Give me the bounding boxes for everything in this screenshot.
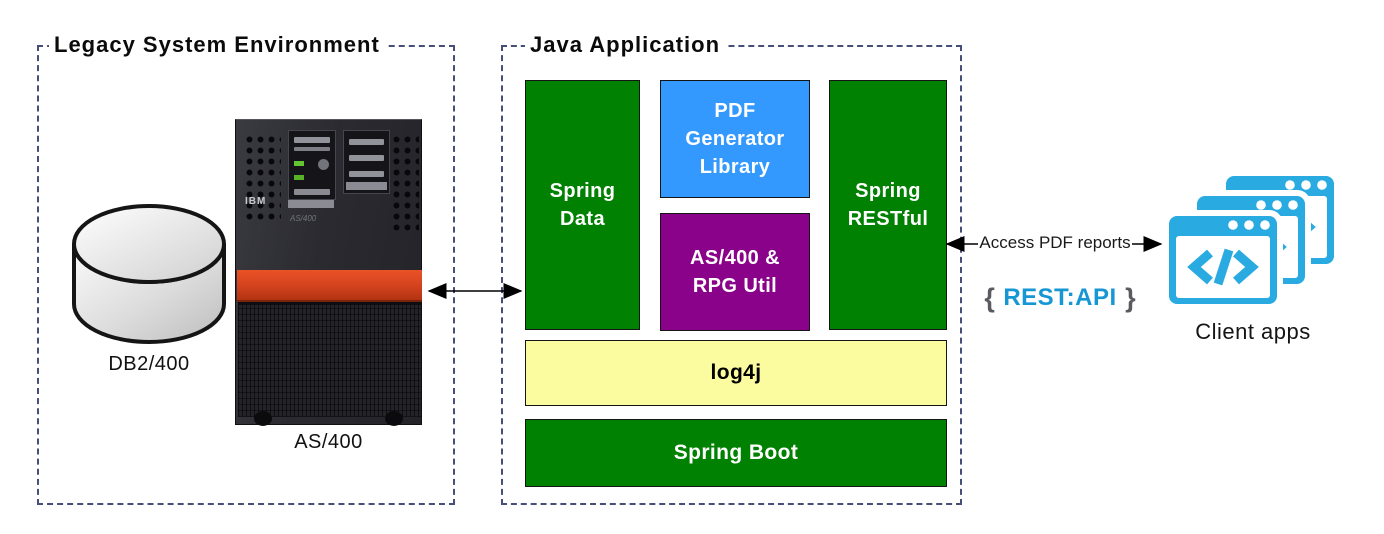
server-wheel-right bbox=[385, 411, 403, 426]
server-grille bbox=[238, 302, 421, 417]
client-apps-label: Client apps bbox=[1195, 319, 1311, 344]
block-label: PDF Generator Library bbox=[685, 100, 785, 178]
legacy-environment-title: Legacy System Environment bbox=[49, 32, 385, 58]
block-label: AS/400 & RPG Util bbox=[690, 247, 780, 297]
rest-api-open-brace: { bbox=[984, 283, 995, 313]
java-application-box: Java Application Spring Data PDF Generat… bbox=[501, 32, 962, 505]
server-model-text: AS/400 bbox=[290, 214, 317, 223]
legacy-environment-box: Legacy System Environment DB2/400 bbox=[37, 32, 455, 505]
rest-api-close-brace: } bbox=[1125, 283, 1136, 313]
block-spring-restful: Spring RESTful bbox=[829, 80, 947, 330]
block-spring-boot: Spring Boot bbox=[525, 419, 947, 487]
server-chassis: IBM AS/400 bbox=[235, 119, 422, 426]
block-label: Spring RESTful bbox=[847, 180, 929, 230]
server-label: AS/400 bbox=[294, 431, 363, 453]
ibm-logo: IBM bbox=[245, 196, 267, 207]
access-pdf-reports-label: Access PDF reports bbox=[978, 232, 1132, 254]
rest-api-badge: { REST:API } bbox=[975, 283, 1145, 314]
block-label: log4j bbox=[710, 361, 762, 385]
client-window-front bbox=[1166, 213, 1280, 307]
server-vent-left bbox=[244, 134, 281, 222]
database-label: DB2/400 bbox=[108, 353, 190, 375]
block-pdf-generator-library: PDF Generator Library bbox=[660, 80, 810, 198]
block-spring-data: Spring Data bbox=[525, 80, 640, 330]
block-label: Spring Data bbox=[549, 180, 616, 230]
client-apps-icon bbox=[1163, 170, 1343, 312]
server-red-band bbox=[237, 270, 422, 302]
block-log4j: log4j bbox=[525, 340, 947, 406]
block-as400-rpg-util: AS/400 & RPG Util bbox=[660, 213, 810, 331]
database-cylinder-icon bbox=[70, 197, 228, 349]
server-vent-right bbox=[391, 134, 419, 234]
block-label: Spring Boot bbox=[673, 441, 799, 465]
server-wheel-left bbox=[254, 411, 272, 426]
java-application-title: Java Application bbox=[525, 32, 726, 58]
as400-server-photo: IBM AS/400 bbox=[235, 119, 422, 431]
server-drive-bay-right bbox=[343, 130, 390, 194]
rest-api-label: REST:API bbox=[1003, 284, 1117, 311]
server-drive-bay-center bbox=[288, 130, 336, 200]
